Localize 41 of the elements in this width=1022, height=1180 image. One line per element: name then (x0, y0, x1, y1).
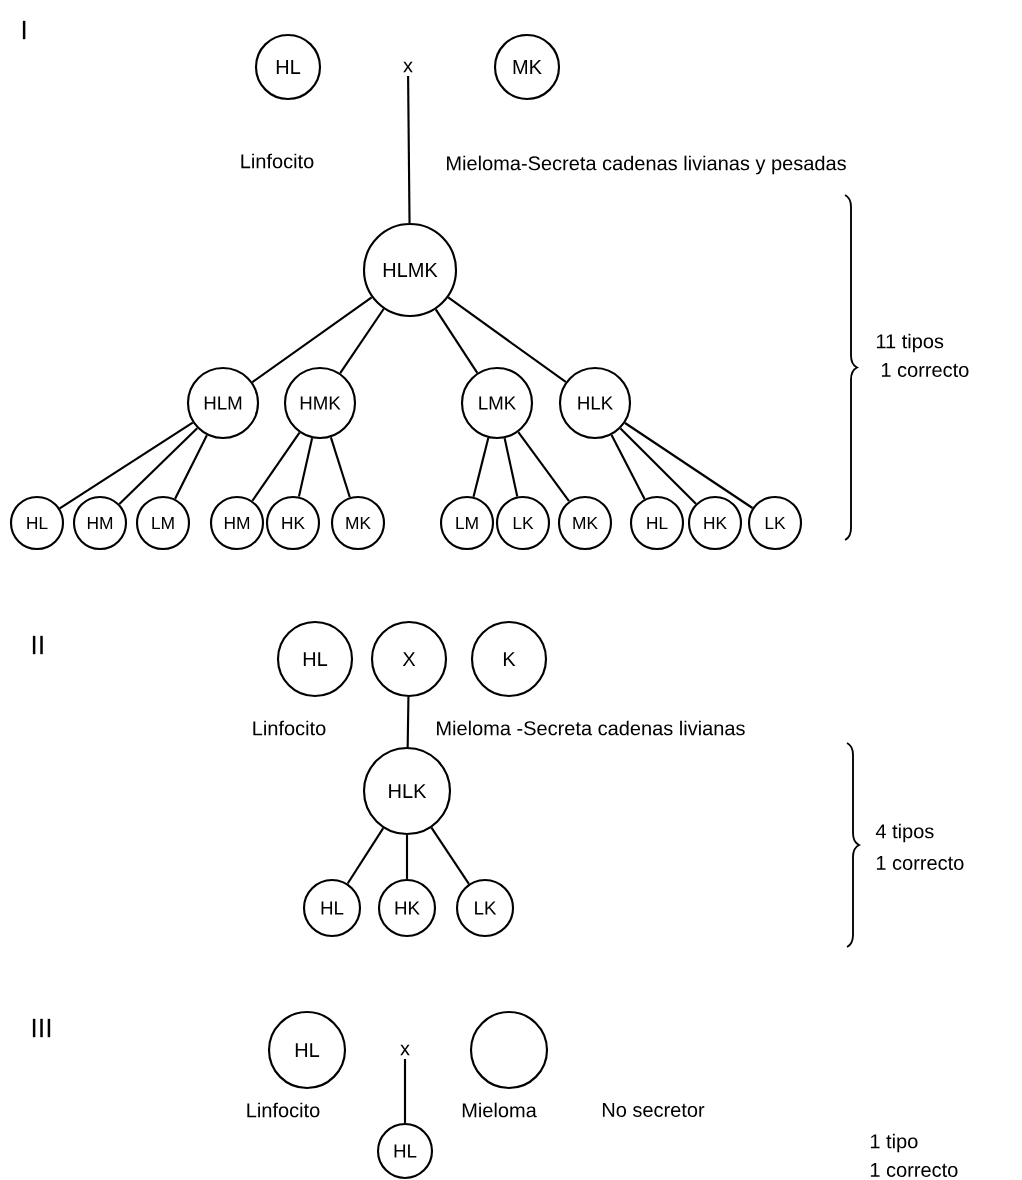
connector-line (406, 697, 410, 747)
connector-line (434, 308, 479, 374)
connector-line (447, 296, 567, 383)
connector-line (503, 438, 519, 497)
connector-line (297, 437, 314, 497)
connector-line (251, 296, 373, 383)
cell-label: Mieloma (462, 1102, 537, 1118)
cross-symbol: x (403, 61, 413, 73)
result-note: 1 correcto (870, 1163, 958, 1177)
cell-label: Linfocito (241, 153, 314, 169)
connector-line (610, 434, 646, 500)
result-note: 1 correcto (876, 856, 964, 870)
connector-line (251, 432, 301, 502)
result-note: 4 tipos (875, 823, 934, 843)
connector-line (403, 1059, 407, 1123)
section-numeral: II (32, 635, 43, 655)
connector-line (339, 308, 385, 374)
cell-circle (469, 1010, 549, 1090)
connector-line (407, 76, 411, 223)
section-numeral: I (22, 20, 26, 40)
connector-line (59, 421, 194, 510)
cell-label: Mieloma -Secreta cadenas livianas (437, 720, 745, 736)
connector-line (329, 437, 351, 498)
connector-line (405, 835, 409, 879)
connector-line (118, 427, 198, 505)
connector-line (430, 827, 470, 885)
connector-line (619, 427, 697, 505)
connector-line (346, 827, 385, 885)
cell-label: Mieloma-Secreta cadenas livianas y pesadas (447, 155, 846, 175)
result-note: 1 tipo (870, 1133, 918, 1153)
cell-label: No secretor (602, 1103, 705, 1117)
connector-line (517, 431, 570, 502)
result-note: 1 correcto (881, 363, 969, 377)
section-numeral: III (32, 1018, 51, 1038)
cell-label: Linfocito (253, 720, 326, 736)
cell-label: Linfocito (247, 1102, 320, 1118)
connector-line (472, 437, 490, 497)
connector-line (624, 422, 754, 509)
result-note: 11 tipos (876, 333, 944, 353)
cross-symbol: x (400, 1044, 410, 1056)
connector-line (174, 434, 208, 500)
